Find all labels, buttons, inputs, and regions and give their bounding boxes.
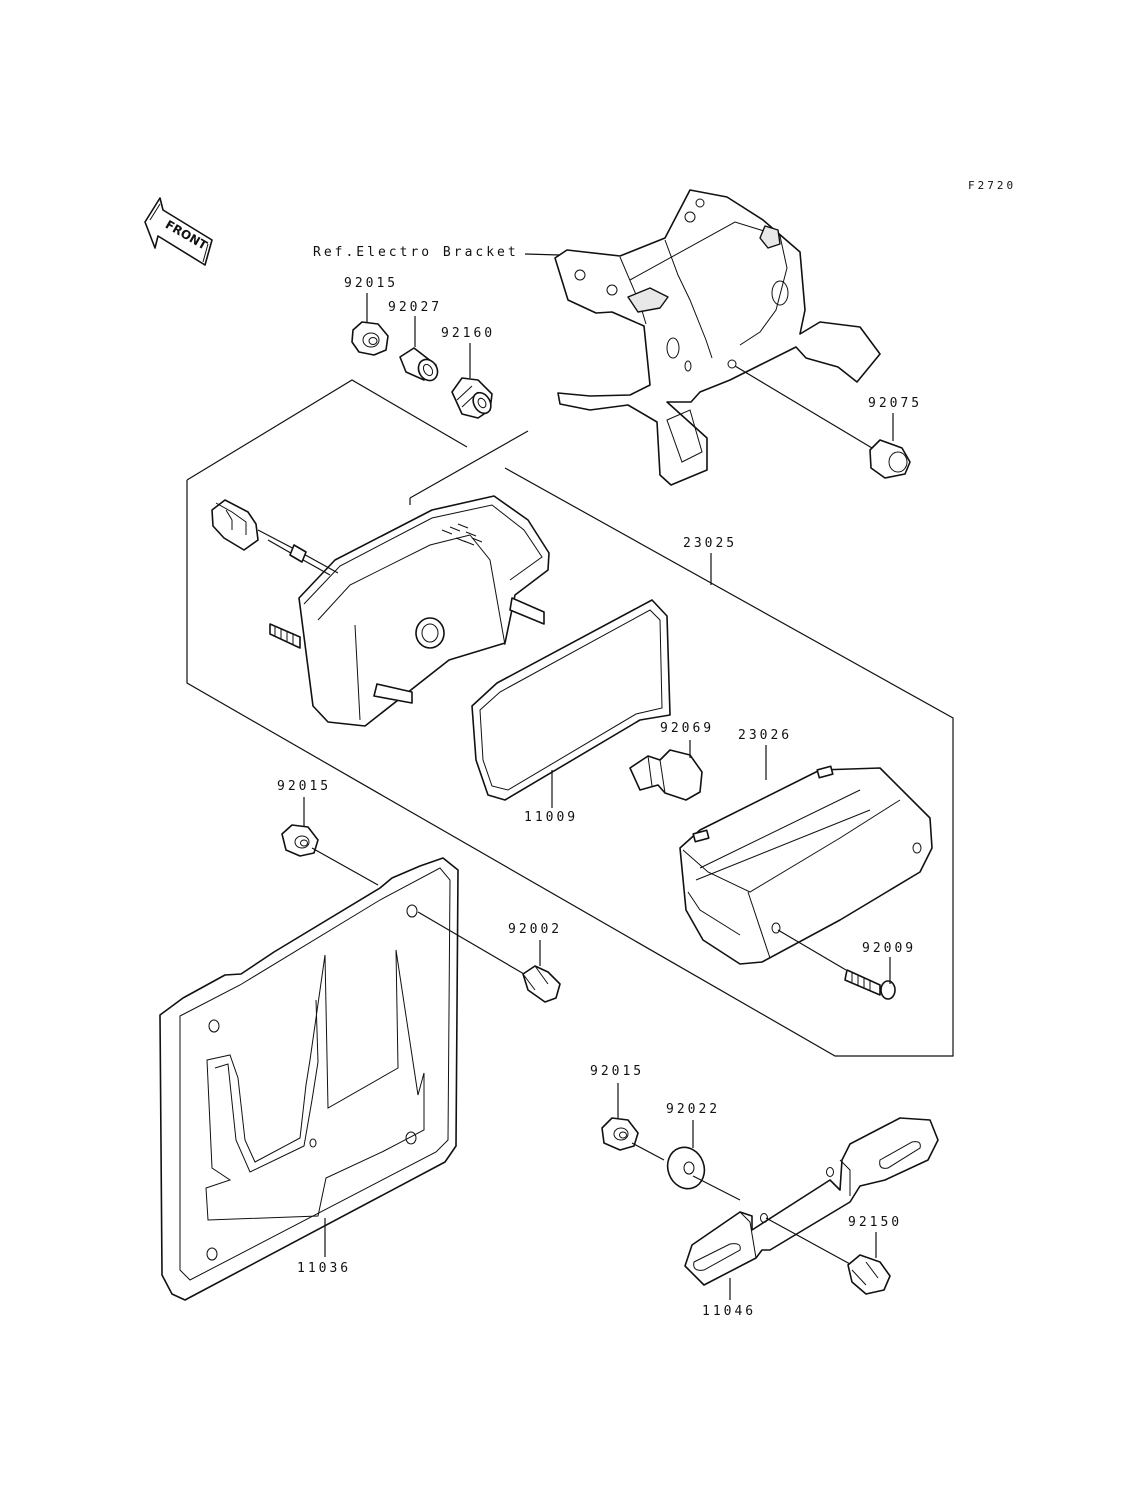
callout-23026: 23026 xyxy=(738,728,793,743)
lens-23026 xyxy=(679,765,933,965)
screw-92009 xyxy=(844,969,896,1000)
callout-92022: 92022 xyxy=(666,1102,721,1117)
taillight-assembly-outline xyxy=(186,379,954,1057)
reference-label: Ref.Electro Bracket xyxy=(313,245,519,260)
flange-nut-plate xyxy=(281,824,319,857)
flange-nut-top xyxy=(351,321,389,356)
collar-92075 xyxy=(869,439,911,479)
callout-92009: 92009 xyxy=(862,941,917,956)
callout-92160: 92160 xyxy=(441,326,496,341)
gasket-11009 xyxy=(471,599,671,801)
callout-11036: 11036 xyxy=(297,1261,352,1276)
callout-92002: 92002 xyxy=(508,922,563,937)
front-arrow-icon: FRONT xyxy=(144,197,213,266)
callout-11009: 11009 xyxy=(524,810,579,825)
callout-92075: 92075 xyxy=(868,396,923,411)
washer-92022 xyxy=(666,1146,706,1190)
stay-11046 xyxy=(684,1117,939,1286)
callout-92027: 92027 xyxy=(388,300,443,315)
electro-bracket xyxy=(554,189,881,486)
callout-92015-top: 92015 xyxy=(344,276,399,291)
wire-connector xyxy=(211,499,259,551)
bolt-92002 xyxy=(522,965,561,1003)
collar-92027 xyxy=(399,347,439,382)
grommet-92160 xyxy=(451,377,493,419)
callout-92150: 92150 xyxy=(848,1215,903,1230)
bulb-92069 xyxy=(629,749,703,801)
bolt-92150 xyxy=(847,1254,891,1295)
callout-11046: 11046 xyxy=(702,1304,757,1319)
callout-23025: 23025 xyxy=(683,536,738,551)
callout-92015-stay: 92015 xyxy=(590,1064,645,1079)
callout-92069: 92069 xyxy=(660,721,715,736)
license-plate-bracket-11036 xyxy=(159,857,459,1301)
callout-92015-plate: 92015 xyxy=(277,779,332,794)
figure-code: F2720 xyxy=(968,179,1017,192)
flange-nut-stay xyxy=(601,1117,639,1151)
taillight-housing xyxy=(257,495,550,727)
